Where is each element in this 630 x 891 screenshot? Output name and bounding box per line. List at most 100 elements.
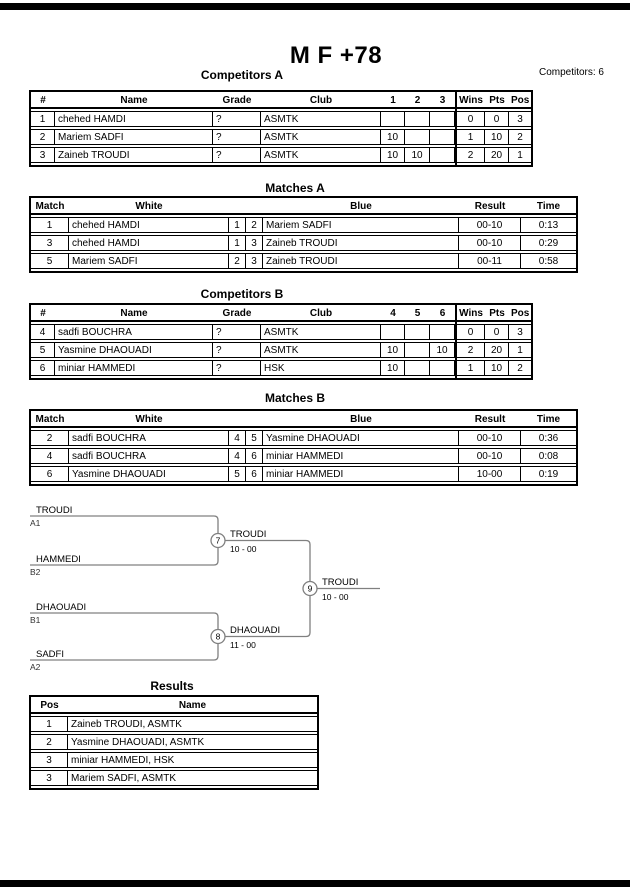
- header-name: Name: [55, 94, 213, 109]
- cell-num: 5: [31, 342, 55, 358]
- cell-club: HSK: [261, 360, 381, 376]
- cell-name: Mariem SADFI: [55, 129, 213, 145]
- cell-result: 00-10: [459, 235, 521, 251]
- cell-grade: ?: [213, 129, 261, 145]
- bracket-score: 10 - 00: [230, 544, 257, 554]
- bracket-player-name: DHAOUADI: [36, 602, 86, 613]
- cell-round-2: [405, 129, 430, 145]
- header-cell-empty: [229, 413, 246, 428]
- competitors-a-heading: Competitors A: [200, 68, 284, 82]
- header-pos: Pos: [31, 699, 68, 714]
- cell-name: sadfi BOUCHRA: [55, 324, 213, 340]
- cell-match: 5: [31, 253, 69, 269]
- match-7-number: 7: [216, 536, 221, 546]
- header-club: Club: [261, 94, 381, 109]
- cell-blue-num: 2: [246, 217, 263, 233]
- header-result: Result: [459, 413, 521, 428]
- cell-pts: 0: [485, 111, 509, 127]
- cell-round-1: 10: [381, 129, 405, 145]
- cell-result: 10-00: [459, 466, 521, 482]
- results-table: Pos Name 1 Zaineb TROUDI, ASMTK 2 Yasmin…: [29, 695, 319, 790]
- cell-num: 6: [31, 360, 55, 376]
- matches-a-table: Match White Blue Result Time 1 chehed HA…: [29, 196, 578, 273]
- cell-white: Mariem SADFI: [69, 253, 229, 269]
- cell-blue: miniar HAMMEDI: [263, 448, 459, 464]
- table-row: 4 sadfi BOUCHRA ? ASMTK 0 0 3: [31, 324, 531, 340]
- table-row: 5 Yasmine DHAOUADI ? ASMTK 10 10 2 20 1: [31, 342, 531, 358]
- cell-club: ASMTK: [261, 324, 381, 340]
- header-cell-empty: [246, 200, 263, 215]
- cell-round-4: 10: [381, 342, 405, 358]
- table-row: 6 miniar HAMMEDI ? HSK 10 1 10 2: [31, 360, 531, 376]
- cell-round-3: [430, 111, 455, 127]
- cell-time: 0:58: [521, 253, 576, 269]
- cell-white: Yasmine DHAOUADI: [69, 466, 229, 482]
- cell-pts: 10: [485, 129, 509, 145]
- cell-blue: Mariem SADFI: [263, 217, 459, 233]
- bracket-player-name: HAMMEDI: [36, 554, 81, 565]
- match-8-number: 8: [216, 632, 221, 642]
- cell-round-6: 10: [430, 342, 455, 358]
- table-row: 2 sadfi BOUCHRA 4 5 Yasmine DHAOUADI 00-…: [31, 430, 576, 446]
- table-row: 5 Mariem SADFI 2 3 Zaineb TROUDI 00-11 0…: [31, 253, 576, 269]
- cell-grade: ?: [213, 111, 261, 127]
- bracket-semifinal-lines: [225, 539, 311, 638]
- cell-num: 2: [31, 129, 55, 145]
- bracket-player-name: SADFI: [36, 649, 64, 660]
- cell-blue-num: 6: [246, 448, 263, 464]
- header-club: Club: [261, 307, 381, 322]
- wins-section-divider: [455, 305, 457, 378]
- competitors-count-label: Competitors: 6: [538, 67, 604, 78]
- cell-name: Zaineb TROUDI: [55, 147, 213, 163]
- cell-white-num: 4: [229, 430, 246, 446]
- match-8-circle: [210, 628, 226, 645]
- cell-pos: 1: [509, 147, 531, 163]
- cell-club: ASMTK: [261, 147, 381, 163]
- bracket-player-name: TROUDI: [36, 505, 72, 516]
- cell-pos: 3: [509, 111, 531, 127]
- cell-time: 0:29: [521, 235, 576, 251]
- cell-pos: 3: [31, 770, 68, 786]
- cell-club: ASMTK: [261, 111, 381, 127]
- cell-result: 00-10: [459, 217, 521, 233]
- page-edge-bottom: [0, 880, 630, 887]
- page-title: M F +78: [289, 42, 383, 69]
- cell-round-1: 10: [381, 147, 405, 163]
- cell-round-4: [381, 324, 405, 340]
- cell-match: 2: [31, 430, 69, 446]
- cell-round-3: [430, 147, 455, 163]
- table-row: 2 Mariem SADFI ? ASMTK 10 1 10 2: [31, 129, 531, 145]
- cell-white: chehed HAMDI: [69, 217, 229, 233]
- cell-name: Mariem SADFI, ASMTK: [68, 770, 317, 786]
- cell-round-6: [430, 324, 455, 340]
- cell-match: 6: [31, 466, 69, 482]
- table-row: 3 miniar HAMMEDI, HSK: [31, 752, 317, 768]
- header-white: White: [69, 413, 229, 428]
- cell-pts: 10: [485, 360, 509, 376]
- cell-time: 0:36: [521, 430, 576, 446]
- table-row: 6 Yasmine DHAOUADI 5 6 miniar HAMMEDI 10…: [31, 466, 576, 482]
- competitors-b-heading: Competitors B: [200, 287, 284, 301]
- header-grade: Grade: [213, 94, 261, 109]
- cell-wins: 1: [455, 129, 485, 145]
- cell-grade: ?: [213, 147, 261, 163]
- cell-white-num: 2: [229, 253, 246, 269]
- results-heading: Results: [150, 679, 194, 693]
- header-grade: Grade: [213, 307, 261, 322]
- bracket-seed-label: B1: [30, 615, 41, 625]
- competitors-a-table: # Name Grade Club 1 2 3 Wins Pts Pos 1 c…: [29, 90, 533, 167]
- cell-pts: 20: [485, 342, 509, 358]
- cell-num: 4: [31, 324, 55, 340]
- cell-club: ASMTK: [261, 129, 381, 145]
- header-pos: Pos: [509, 307, 531, 322]
- cell-blue-num: 3: [246, 253, 263, 269]
- cell-blue-num: 5: [246, 430, 263, 446]
- cell-name: Zaineb TROUDI, ASMTK: [68, 716, 317, 732]
- cell-time: 0:19: [521, 466, 576, 482]
- cell-blue: Zaineb TROUDI: [263, 253, 459, 269]
- cell-pts: 20: [485, 147, 509, 163]
- cell-name: miniar HAMMEDI, HSK: [68, 752, 317, 768]
- cell-pos: 2: [31, 734, 68, 750]
- header-pts: Pts: [485, 307, 509, 322]
- cell-result: 00-11: [459, 253, 521, 269]
